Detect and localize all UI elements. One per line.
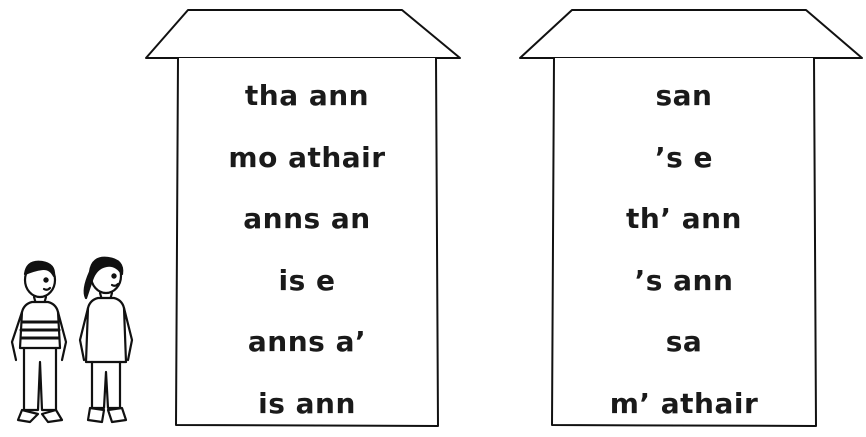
- word-item: ’s e: [655, 144, 713, 172]
- word-item: m’ athair: [610, 390, 759, 418]
- boy-figure: [12, 262, 66, 422]
- girl-figure: [80, 258, 132, 422]
- word-item: mo athair: [228, 144, 385, 172]
- house-left: tha ann mo athair anns an is e anns a’ i…: [140, 0, 480, 433]
- word-item: ’s ann: [635, 267, 734, 295]
- word-item: sa: [666, 328, 703, 356]
- roof-left: [146, 10, 460, 58]
- roof-right: [520, 10, 862, 58]
- word-item: is e: [278, 267, 335, 295]
- word-item: san: [656, 82, 713, 110]
- word-item: tha ann: [245, 82, 369, 110]
- word-item: th’ ann: [626, 205, 742, 233]
- word-item: anns an: [243, 205, 371, 233]
- house-right: san ’s e th’ ann ’s ann sa m’ athair: [516, 0, 856, 433]
- word-item: is ann: [258, 390, 356, 418]
- word-list-left: tha ann mo athair anns an is e anns a’ i…: [178, 72, 436, 432]
- children-illustration: [0, 250, 160, 433]
- word-list-right: san ’s e th’ ann ’s ann sa m’ athair: [554, 72, 814, 432]
- word-item: anns a’: [248, 328, 366, 356]
